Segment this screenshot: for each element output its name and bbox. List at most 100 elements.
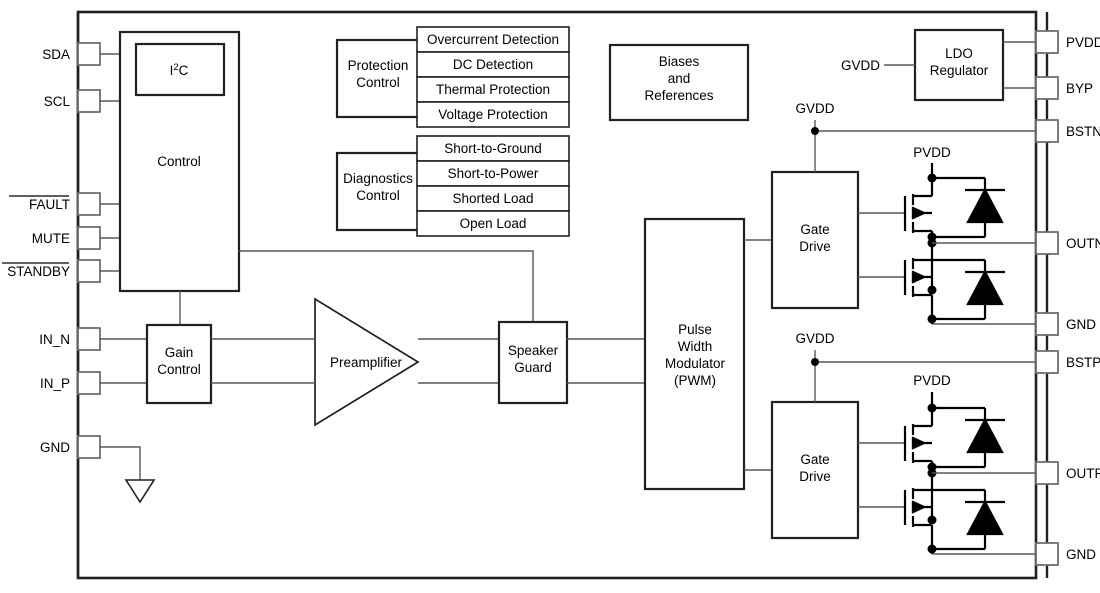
pin-sda[interactable]: SDA bbox=[42, 42, 120, 66]
diagnostics-item-2: Shorted Load bbox=[452, 191, 533, 206]
block-label-pwm-3: (PWM) bbox=[674, 373, 716, 388]
diagnostics-item-row-0[interactable] bbox=[416, 135, 570, 162]
block-gain-control[interactable] bbox=[145, 323, 213, 405]
protection-item-row-3[interactable] bbox=[416, 101, 570, 128]
pin-box-mute[interactable] bbox=[77, 226, 101, 250]
protection-item-1: DC Detection bbox=[453, 57, 533, 72]
block-ldo-regulator[interactable] bbox=[913, 28, 1005, 102]
pin-box-in-n[interactable] bbox=[77, 327, 101, 351]
block-label-ldo-1: Regulator bbox=[930, 63, 989, 78]
bulk-arrow-ls-bottom bbox=[911, 500, 927, 514]
bulk-arrow-hs-bottom bbox=[911, 436, 927, 450]
block-label-diagnostics-control-2: Control bbox=[356, 188, 400, 203]
block-pwm[interactable] bbox=[643, 217, 746, 491]
block-biases-references[interactable] bbox=[608, 43, 750, 122]
block-gate-drive-top[interactable] bbox=[770, 170, 860, 310]
block-label-gate-drive-top-1: Drive bbox=[799, 239, 831, 254]
pin-label-scl: SCL bbox=[44, 94, 71, 109]
pin-bstp[interactable]: BSTP bbox=[1035, 350, 1100, 374]
pin-box-bstn[interactable] bbox=[1035, 119, 1059, 143]
pin-label-byp: BYP bbox=[1066, 81, 1093, 96]
pin-byp[interactable]: BYP bbox=[1035, 76, 1093, 100]
pin-box-pvdd[interactable] bbox=[1035, 30, 1059, 54]
pin-gnd-left[interactable]: GND bbox=[40, 435, 156, 504]
rail-label-pvdd-top: PVDD bbox=[913, 145, 951, 160]
block-label-pwm-1: Width bbox=[678, 339, 713, 354]
junction-ls-drain-bottom bbox=[927, 515, 937, 525]
block-label-control: Control bbox=[157, 154, 201, 169]
bulk-arrow-ls-top bbox=[911, 270, 927, 284]
diode-body-ls-bottom bbox=[966, 499, 1004, 536]
pin-box-scl[interactable] bbox=[77, 89, 101, 113]
pin-outn[interactable]: OUTN bbox=[1035, 231, 1100, 255]
wire-control-to-speaker-guard bbox=[239, 250, 534, 322]
pin-pvdd[interactable]: PVDD bbox=[1035, 30, 1100, 54]
block-label-protection-control-1: Protection bbox=[348, 58, 409, 73]
block-label-diagnostics-control-1: Diagnostics bbox=[343, 171, 413, 186]
block-label-gain-1: Control bbox=[157, 362, 201, 377]
block-label-gate-drive-bottom-1: Drive bbox=[799, 469, 831, 484]
pin-gnd-top-right[interactable]: GND bbox=[1035, 312, 1096, 336]
junction-gvdd-bottom bbox=[811, 358, 819, 366]
pin-in-n[interactable]: IN_N bbox=[39, 327, 147, 351]
pin-label-mute: MUTE bbox=[32, 231, 70, 246]
pin-fault[interactable]: FAULT bbox=[9, 192, 120, 216]
pin-box-outp[interactable] bbox=[1035, 461, 1059, 485]
rail-label-pvdd-bottom: PVDD bbox=[913, 373, 951, 388]
rail-label-ldo-gvdd: GVDD bbox=[841, 58, 880, 73]
pin-box-gnd-top-right[interactable] bbox=[1035, 312, 1059, 336]
pin-outp[interactable]: OUTP bbox=[1035, 461, 1100, 485]
pin-standby[interactable]: STANDBY bbox=[2, 259, 120, 283]
block-label-i2c: I2C bbox=[170, 62, 189, 78]
pin-label-standby: STANDBY bbox=[7, 264, 70, 279]
protection-item-3: Voltage Protection bbox=[438, 107, 548, 122]
junction-gvdd-top bbox=[811, 127, 819, 135]
junction-ls-drain-top bbox=[927, 285, 937, 295]
block-label-speaker-guard-1: Guard bbox=[514, 360, 552, 375]
diode-body-ls-top bbox=[966, 269, 1004, 306]
pin-mute[interactable]: MUTE bbox=[32, 226, 120, 250]
block-label-biases-1: and bbox=[668, 71, 691, 86]
ground-symbol bbox=[124, 479, 156, 504]
pin-scl[interactable]: SCL bbox=[44, 89, 120, 113]
pin-box-gnd-left[interactable] bbox=[77, 435, 101, 459]
rail-label-gvdd-top: GVDD bbox=[795, 101, 834, 116]
diagnostics-list: Short-to-Ground Short-to-Power Shorted L… bbox=[416, 135, 570, 237]
block-label-ldo-0: LDO bbox=[945, 46, 973, 61]
pin-gnd-bottom-right[interactable]: GND bbox=[1035, 542, 1096, 566]
pin-box-byp[interactable] bbox=[1035, 76, 1059, 100]
diagnostics-item-row-3[interactable] bbox=[416, 210, 570, 237]
pin-box-outn[interactable] bbox=[1035, 231, 1059, 255]
pin-box-in-p[interactable] bbox=[77, 371, 101, 395]
pin-box-sda[interactable] bbox=[77, 42, 101, 66]
mosfet-high-side-bottom bbox=[858, 406, 1005, 474]
block-label-gate-drive-bottom-0: Gate bbox=[800, 452, 829, 467]
pin-box-bstp[interactable] bbox=[1035, 350, 1059, 374]
pin-bstn[interactable]: BSTN bbox=[1035, 119, 1100, 143]
protection-item-0: Overcurrent Detection bbox=[427, 32, 559, 47]
block-speaker-guard[interactable] bbox=[497, 320, 569, 405]
protection-item-row-2[interactable] bbox=[416, 76, 570, 103]
block-diagnostics-control[interactable] bbox=[335, 151, 422, 232]
pin-label-sda: SDA bbox=[42, 47, 70, 62]
diode-body-hs-top bbox=[966, 187, 1004, 224]
diagnostics-item-1: Short-to-Power bbox=[448, 166, 539, 181]
bulk-arrow-hs-top bbox=[911, 206, 927, 220]
block-label-pwm-2: Modulator bbox=[665, 356, 726, 371]
pin-label-gnd-top-right: GND bbox=[1066, 317, 1096, 332]
block-label-gain-0: Gain bbox=[165, 345, 194, 360]
block-preamplifier[interactable] bbox=[314, 297, 420, 427]
pin-box-standby[interactable] bbox=[77, 259, 101, 283]
block-i2c[interactable] bbox=[134, 42, 226, 97]
pin-label-outp: OUTP bbox=[1066, 466, 1100, 481]
pin-label-fault: FAULT bbox=[29, 197, 70, 212]
pin-box-fault[interactable] bbox=[77, 192, 101, 216]
mosfet-low-side-bottom bbox=[858, 488, 1005, 554]
protection-item-row-1[interactable] bbox=[416, 51, 570, 78]
pin-box-gnd-bottom-right[interactable] bbox=[1035, 542, 1059, 566]
diagnostics-item-0: Short-to-Ground bbox=[444, 141, 542, 156]
protection-item-2: Thermal Protection bbox=[436, 82, 550, 97]
diode-body-hs-bottom bbox=[966, 417, 1004, 454]
pin-in-p[interactable]: IN_P bbox=[40, 371, 147, 395]
